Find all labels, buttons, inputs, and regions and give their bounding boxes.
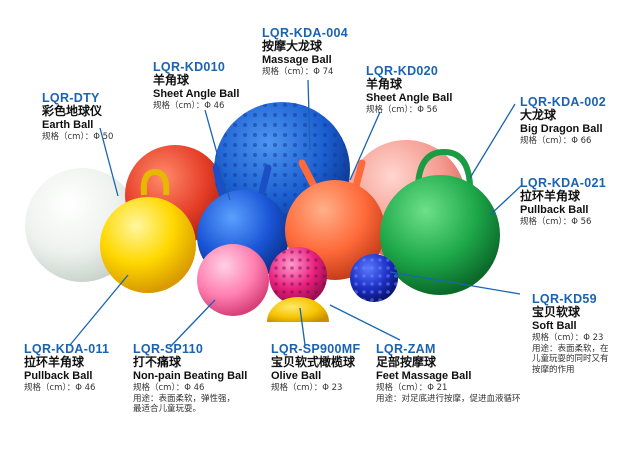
product-code: LQR-SP110 <box>133 342 204 356</box>
product-name-cn: 宝贝软球 <box>532 305 581 320</box>
product-spec: 规格（cm）：Φ 46 <box>24 382 96 393</box>
product-feet: LQR-ZAM 足部按摩球 Feet Massage Ball 规格（cm）：Φ… <box>376 342 521 404</box>
product-code: LQR-KD010 <box>153 60 226 74</box>
product-name-cn: 打不痛球 <box>133 355 182 370</box>
product-usage: 用途：对足底进行按摩，促进血液循环 <box>376 393 521 404</box>
product-usage: 最适合儿童玩耍。 <box>133 404 202 415</box>
product-name-en: Massage Ball <box>262 54 332 67</box>
product-name-en: Non-pain Beating Ball <box>133 370 248 383</box>
product-name-cn: 足部按摩球 <box>376 355 437 370</box>
product-sheet010: LQR-KD010 羊角球 Sheet Angle Ball 规格（cm）：Φ … <box>153 60 239 112</box>
product-code: LQR-SP900MF <box>271 342 361 356</box>
olive-ball <box>269 247 327 305</box>
product-code: LQR-KDA-011 <box>24 342 110 356</box>
product-spec: 规格（cm）：Φ 56 <box>366 104 438 115</box>
product-name-cn: 拉环羊角球 <box>520 189 581 204</box>
product-name-en: Big Dragon Ball <box>520 123 603 136</box>
product-dragon: LQR-KDA-002 大龙球 Big Dragon Ball 规格（cm）：Φ… <box>520 95 606 147</box>
pullback-ball-yellow <box>100 168 196 293</box>
product-name-en: Sheet Angle Ball <box>366 92 453 105</box>
product-name-en: Feet Massage Ball <box>376 370 472 383</box>
product-spec: 规格（cm）：Φ 23 <box>532 332 604 343</box>
product-spec: 规格（cm）：Φ 21 <box>376 382 448 393</box>
product-name-en: Olive Ball <box>271 370 322 383</box>
product-code: LQR-KD020 <box>366 64 439 78</box>
product-code: LQR-DTY <box>42 91 100 105</box>
product-code: LQR-KD59 <box>532 292 597 306</box>
product-code: LQR-KDA-004 <box>262 26 348 40</box>
leader-lines <box>69 79 523 348</box>
non-pain-beating-ball <box>197 244 269 316</box>
product-spec: 规格（cm）：Φ 23 <box>271 382 343 393</box>
product-usage: 用途：表面柔软，在 <box>532 343 609 354</box>
product-earth: LQR-DTY 彩色地球仪 Earth Ball 规格（cm）：Φ 50 <box>42 91 113 143</box>
product-spec: 规格（cm）：Φ 46 <box>133 382 205 393</box>
product-spec: 规格（cm）：Φ 74 <box>262 66 334 77</box>
product-usage: 用途：表面柔软，弹性强， <box>133 393 236 404</box>
product-code: LQR-KDA-021 <box>520 176 606 190</box>
product-name-en: Sheet Angle Ball <box>153 88 240 101</box>
product-name-cn: 拉环羊角球 <box>24 355 85 370</box>
product-usage: 儿童玩耍的同时又有 <box>532 354 609 365</box>
product-name-en: Pullback Ball <box>24 370 93 383</box>
product-name-cn: 大龙球 <box>520 108 557 123</box>
product-usage: 按摩的作用 <box>532 365 575 376</box>
product-name-en: Earth Ball <box>42 119 94 132</box>
product-spec: 规格（cm）：Φ 56 <box>520 216 592 227</box>
product-sheet020: LQR-KD020 羊角球 Sheet Angle Ball 规格（cm）：Φ … <box>366 64 452 116</box>
product-name-en: Pullback Ball <box>520 204 589 217</box>
product-name-cn: 按摩大龙球 <box>262 39 323 54</box>
product-nonpain: LQR-SP110 打不痛球 Non-pain Beating Ball 规格（… <box>133 342 247 415</box>
product-spec: 规格（cm）：Φ 50 <box>42 131 114 142</box>
product-name-cn: 彩色地球仪 <box>42 104 103 119</box>
product-massage: LQR-KDA-004 按摩大龙球 Massage Ball 规格（cm）：Φ … <box>262 26 348 78</box>
product-pull011: LQR-KDA-011 拉环羊角球 Pullback Ball 规格（cm）：Φ… <box>24 342 109 394</box>
product-olive: LQR-SP900MF 宝贝软式橄榄球 Olive Ball 规格（cm）：Φ … <box>271 342 360 394</box>
pullback-ball-green <box>380 148 500 295</box>
product-spec: 规格（cm）：Φ 66 <box>520 135 592 146</box>
product-soft: LQR-KD59 宝贝软球 Soft Ball 规格（cm）：Φ 23 用途：表… <box>532 292 609 376</box>
product-name-cn: 羊角球 <box>366 77 403 92</box>
product-code: LQR-KDA-002 <box>520 95 606 109</box>
product-code: LQR-ZAM <box>376 342 436 356</box>
feet-massage-ball <box>267 297 329 322</box>
product-name-cn: 羊角球 <box>153 73 190 88</box>
product-pull021: LQR-KDA-021 拉环羊角球 Pullback Ball 规格（cm）：Φ… <box>520 176 606 228</box>
product-name-en: Soft Ball <box>532 320 577 333</box>
soft-ball <box>350 254 398 302</box>
product-name-cn: 宝贝软式橄榄球 <box>271 355 356 370</box>
product-spec: 规格（cm）：Φ 46 <box>153 100 225 111</box>
